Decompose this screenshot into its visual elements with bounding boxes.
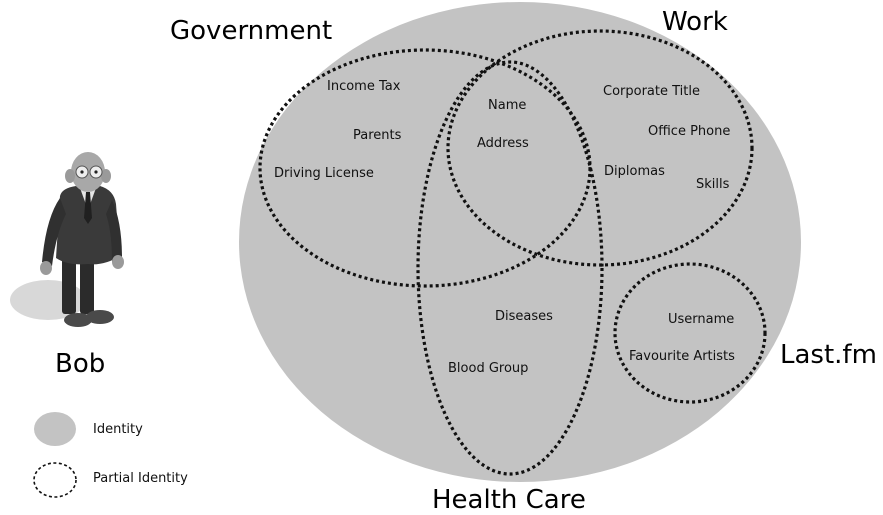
item-diplomas: Diplomas: [604, 164, 665, 179]
item-corporate-title: Corporate Title: [603, 84, 700, 99]
item-skills: Skills: [696, 177, 730, 192]
health-care-label: Health Care: [432, 485, 586, 515]
person-name: Bob: [55, 349, 105, 379]
lastfm-label: Last.fm: [780, 340, 877, 370]
bob-figure: [10, 152, 124, 327]
lastfm-ellipse: [613, 262, 767, 404]
work-label: Work: [662, 7, 728, 37]
item-favourite-artists: Favourite Artists: [629, 349, 735, 364]
government-ellipse: [258, 48, 592, 288]
legend: Identity Partial Identity: [33, 412, 188, 498]
item-office-phone: Office Phone: [648, 124, 730, 139]
legend-identity-label: Identity: [93, 422, 143, 437]
item-driving-license: Driving License: [274, 166, 374, 181]
item-blood-group: Blood Group: [448, 361, 528, 376]
item-parents: Parents: [353, 128, 402, 143]
item-username: Username: [668, 312, 734, 327]
legend-partial-identity-label: Partial Identity: [93, 471, 188, 486]
item-diseases: Diseases: [495, 309, 553, 324]
government-label: Government: [170, 16, 332, 46]
identity-ellipse: [239, 2, 801, 482]
item-income-tax: Income Tax: [327, 79, 401, 94]
legend-partial-identity-swatch: [33, 462, 77, 498]
health-care-ellipse: [416, 60, 604, 476]
item-name: Name: [488, 98, 526, 113]
legend-identity-swatch: [34, 412, 76, 446]
work-ellipse: [446, 29, 754, 267]
item-address: Address: [477, 136, 529, 151]
